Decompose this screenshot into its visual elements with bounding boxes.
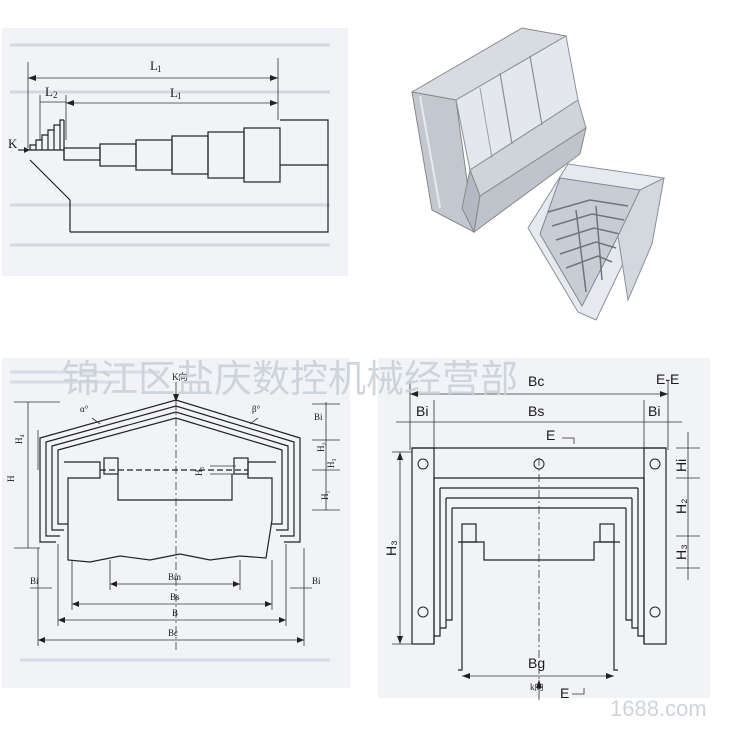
k-direction-label: K向 — [172, 371, 188, 382]
dim-L1: L — [170, 85, 178, 100]
dim-Hi: Hi — [673, 459, 689, 472]
dim-H2-right: H₂ — [673, 498, 689, 514]
dim-Bi-left: Bi — [30, 576, 39, 586]
dim-H5: H₅ — [194, 466, 204, 476]
dim-H4: H₄ — [14, 434, 24, 444]
dim-H2: H₂ — [316, 442, 326, 452]
dim-Bi-right: Bi — [312, 576, 321, 586]
dim-L2-sub: 2 — [53, 90, 58, 100]
dim-L-sub: 1 — [157, 64, 162, 74]
dim-Bi-top: Bi — [314, 412, 323, 422]
section-E-top: E — [546, 427, 555, 443]
k-direction-label-right: k向 — [530, 681, 544, 692]
telescopic-side-view: L 1 L 1 L 2 K — [8, 43, 330, 247]
dim-H: H — [6, 475, 16, 482]
dim-beta: β° — [252, 404, 261, 414]
dim-Bg: Bg — [528, 655, 545, 671]
watermark-domain: 1688.com — [610, 696, 707, 721]
gabled-cross-section: K向 — [6, 370, 340, 662]
dim-K: K — [8, 136, 18, 151]
dim-Bi-left-right: Bi — [416, 403, 428, 419]
dim-alpha: α° — [80, 404, 89, 414]
dim-Bs-right: Bs — [528, 403, 544, 419]
dim-Bm: Bm — [168, 572, 181, 582]
dim-H3-right: H₃ — [673, 544, 689, 560]
dim-Bi-right-right: Bi — [648, 403, 660, 419]
dim-H1: H₁ — [320, 490, 330, 500]
dim-H3-left: H₃ — [383, 540, 399, 556]
telescopic-cover-3d-render — [410, 27, 665, 321]
rectangular-cross-section: Bc E-E Bi Bi Bs E — [383, 371, 700, 701]
dim-L1-sub: 1 — [177, 91, 182, 101]
top-left-panel — [2, 28, 348, 276]
dim-L2: L — [45, 84, 53, 99]
section-E-bottom: E — [560, 685, 569, 701]
dim-Bc-right: Bc — [528, 373, 544, 389]
bottom-right-panel — [378, 358, 710, 698]
dim-B: B — [172, 608, 178, 618]
dim-L: L — [150, 58, 158, 73]
dim-Bc: Bc — [168, 628, 178, 638]
dim-Bs: Bs — [170, 592, 180, 602]
dim-H3: H₃ — [326, 458, 336, 468]
section-E-E: E-E — [656, 371, 679, 387]
watermark-company: 锦江区盐庆数控机械经营部 — [62, 357, 518, 401]
